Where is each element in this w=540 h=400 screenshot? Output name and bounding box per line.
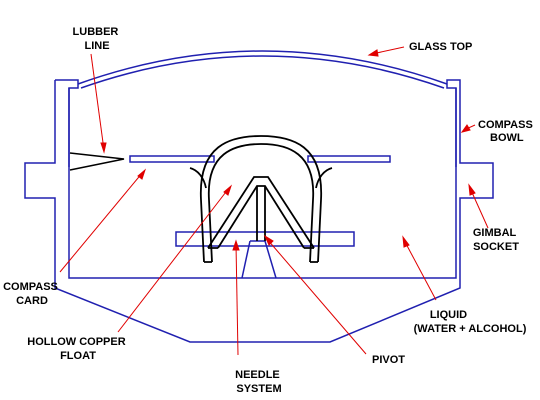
float-cone-inner: [217, 185, 305, 249]
pointer-liquid: [403, 239, 437, 301]
pointer-lubber-line: [90, 53, 105, 151]
bowl-outer-outline: [24, 79, 494, 343]
label-pivot: PIVOT: [372, 354, 405, 366]
float-flange-left: [189, 167, 207, 189]
compass-card-left: [129, 155, 215, 163]
label-glass-top: GLASS TOP: [409, 41, 472, 53]
label-needle-system: NEEDLE SYSTEM: [235, 369, 283, 395]
label-lubber-line: LUBBER LINE: [73, 26, 122, 52]
float-outer-arch: [200, 135, 322, 263]
label-compass-bowl: COMPASS BOWL: [478, 119, 536, 144]
pointer-gimbal-socket: [469, 187, 489, 229]
float-pivot-post: [256, 186, 266, 241]
label-liquid: LIQUID (WATER + ALCOHOL): [414, 309, 527, 335]
float-flange-right: [315, 167, 333, 189]
pointer-needle-system: [235, 243, 239, 356]
float-inner-arch: [208, 143, 314, 263]
label-compass-card: COMPASS CARD: [3, 281, 61, 307]
label-gimbal-socket: GIMBAL SOCKET: [473, 227, 519, 253]
pointer-pivot: [266, 238, 367, 355]
lubber-line-marker: [69, 152, 125, 171]
pointer-hollow-copper-float: [117, 187, 230, 333]
pointer-compass-card: [59, 171, 144, 273]
pointers: [59, 46, 489, 356]
hollow-copper-float: [189, 135, 333, 263]
label-hollow-copper-float: HOLLOW COPPER FLOAT: [27, 336, 128, 362]
bowl-inner-chamber: [68, 88, 457, 279]
glass-top-arc-inner: [80, 55, 445, 89]
compass-bowl: [24, 50, 494, 343]
glass-top-arc-outer: [77, 50, 448, 85]
float-cone-outer: [207, 176, 315, 249]
compass-card-right: [307, 155, 391, 163]
